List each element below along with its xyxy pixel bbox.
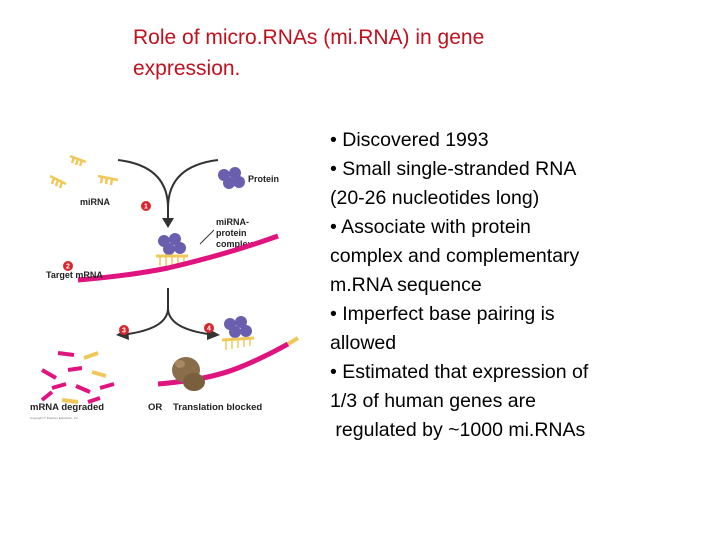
label-complex-2: protein — [216, 228, 247, 238]
mirna-diagram: miRNA Protein 1 miRNA- protein complex — [28, 148, 300, 430]
bullet-line-1: • Discovered 1993 — [330, 129, 489, 151]
bullet-line-7: • Imperfect base pairing is — [330, 303, 555, 325]
arrow-split — [127, 288, 209, 335]
label-mirna: miRNA — [80, 197, 111, 207]
label-translation-blocked: Translation blocked — [173, 402, 262, 413]
slide-title: Role of micro.RNAs (mi.RNA) in gene expr… — [133, 22, 653, 84]
label-protein: Protein — [248, 174, 279, 184]
bullet-line-4: • Associate with protein — [330, 216, 531, 238]
mirna-strand-1 — [69, 154, 87, 167]
label-target-mrna: Target mRNA — [46, 270, 103, 280]
bullet-line-10: 1/3 of human genes are — [330, 390, 536, 412]
step-3-number: 3 — [122, 328, 126, 335]
mirna-strand-3 — [97, 174, 119, 186]
target-mrna-strand — [77, 233, 279, 283]
protein-cluster — [218, 167, 245, 189]
mirna-strand-2 — [49, 174, 67, 189]
blocked-mrna-tail — [286, 336, 300, 346]
slide-title-line-1: Role of micro.RNAs (mi.RNA) in gene — [133, 26, 485, 49]
label-complex-3: complex — [216, 239, 253, 249]
arrowhead-1 — [162, 218, 174, 228]
bullet-list: • Discovered 1993 • Small single-strande… — [330, 126, 710, 445]
step-1-number: 1 — [144, 204, 148, 211]
bullet-line-8: allowed — [330, 332, 397, 354]
bullet-line-2: • Small single-stranded RNA — [330, 158, 577, 180]
copyright-note: Copyright © Pearson Education, Inc. — [30, 416, 79, 420]
label-or: OR — [148, 402, 162, 413]
free-mirna-strands — [49, 154, 119, 189]
step-1-marker — [141, 201, 151, 211]
slide-title-line-2: expression. — [133, 57, 241, 80]
complex-on-target — [156, 233, 188, 266]
step-4-marker — [204, 323, 214, 333]
step-3-marker — [119, 325, 129, 335]
bullet-line-11: regulated by ~1000 mi.RNAs — [330, 419, 586, 441]
complex-pointer — [199, 229, 215, 245]
step-4-number: 4 — [207, 326, 211, 333]
ribosome — [172, 357, 205, 391]
arrow-step-1 — [117, 159, 219, 218]
bullet-line-5: complex and complementary — [330, 245, 580, 267]
step-2-marker — [63, 261, 73, 271]
label-complex-1: miRNA- — [216, 217, 249, 227]
bullet-line-6: m.RNA sequence — [330, 274, 482, 296]
bullet-line-9: • Estimated that expression of — [330, 361, 589, 383]
step-2-number: 2 — [66, 264, 70, 271]
bullet-line-3: (20-26 nucleotides long) — [330, 187, 540, 209]
label-mrna-degraded: mRNA degraded — [30, 402, 104, 413]
complex-on-blocked — [221, 316, 255, 350]
mirna-diagram-svg: miRNA Protein 1 miRNA- protein complex — [30, 154, 300, 420]
degraded-mrna-fragments — [40, 351, 115, 404]
